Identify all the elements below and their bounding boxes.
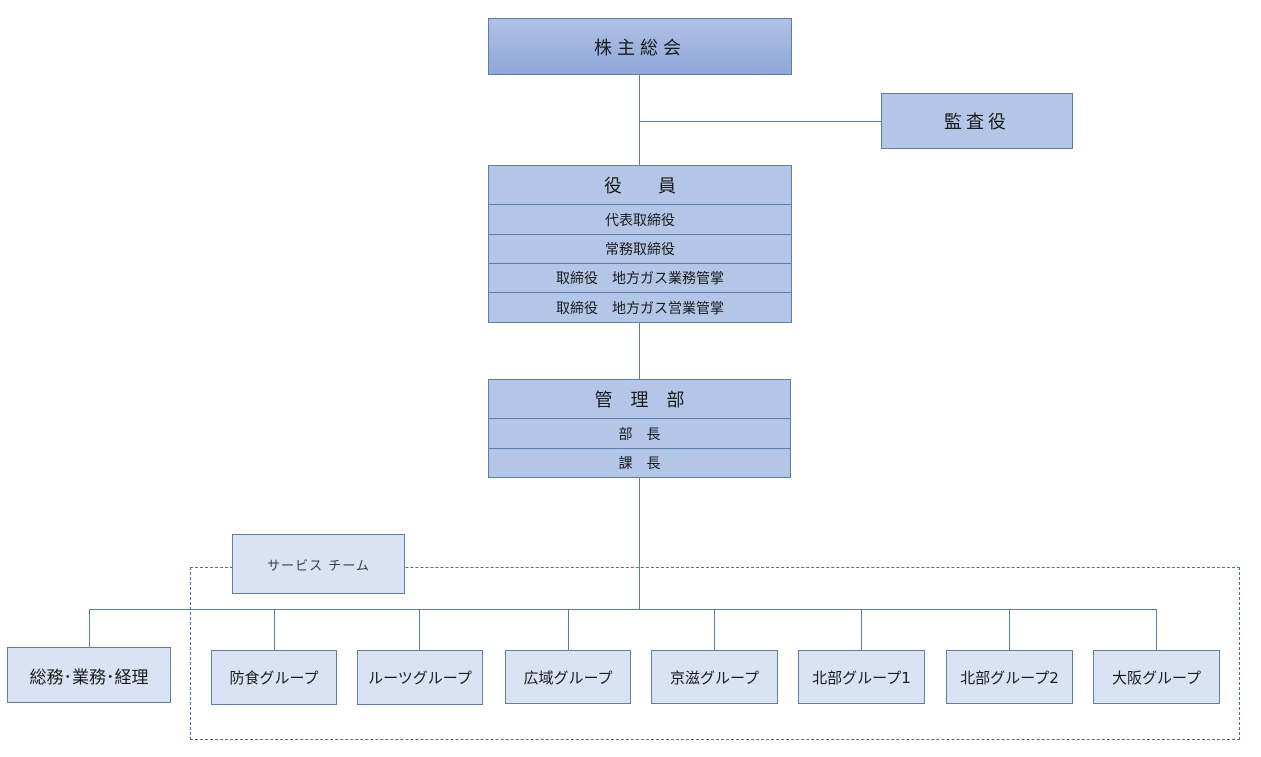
group-box-north-2: 北部グループ2 — [946, 650, 1073, 704]
officer-row-text: 代表取締役 — [605, 212, 675, 229]
service-team-region — [190, 567, 1240, 740]
group-box-wide-area: 広域グループ — [505, 650, 631, 704]
shareholders-meeting-box: 株主総会 — [488, 18, 792, 75]
group-box-north-1: 北部グループ1 — [798, 650, 925, 704]
service-team-label-box: サービス チーム — [232, 534, 405, 594]
officers-panel: 役 員 代表取締役 常務取締役 取締役 地方ガス業務管掌 取締役 地方ガス営業管… — [488, 165, 792, 323]
management-row-text: 部 長 — [618, 426, 661, 443]
auditor-label: 監査役 — [944, 112, 1010, 133]
officer-row-text: 取締役 地方ガス営業管掌 — [556, 300, 724, 317]
management-row: 部 長 — [489, 418, 790, 448]
management-row: 課 長 — [489, 448, 790, 477]
auditor-box: 監査役 — [881, 93, 1073, 149]
group-label: 大阪グループ — [1111, 668, 1202, 687]
officer-row-text: 常務取締役 — [605, 242, 675, 258]
group-box-corrosion: 防食グループ — [211, 650, 337, 705]
group-label: 広域グループ — [523, 668, 613, 687]
service-team-label: サービス チーム — [267, 558, 370, 574]
management-panel: 管 理 部 部 長 課 長 — [488, 379, 791, 478]
group-label: 京滋グループ — [669, 668, 760, 687]
group-label: 総務･業務･経理 — [29, 667, 149, 688]
officer-row: 常務取締役 — [489, 234, 791, 263]
management-row-text: 課 長 — [618, 456, 661, 472]
officer-row: 取締役 地方ガス営業管掌 — [489, 292, 791, 322]
group-label: 北部グループ2 — [960, 668, 1059, 687]
officers-title: 役 員 — [489, 166, 791, 204]
officer-row-text: 取締役 地方ガス業務管掌 — [556, 271, 724, 287]
group-label: 防食グループ — [229, 669, 319, 687]
officer-row: 取締役 地方ガス業務管掌 — [489, 263, 791, 292]
group-box-keiji: 京滋グループ — [651, 650, 778, 704]
group-label: ルーツグループ — [368, 669, 472, 687]
group-label: 北部グループ1 — [812, 668, 911, 687]
shareholders-meeting-label: 株主総会 — [594, 37, 686, 59]
officer-row: 代表取締役 — [489, 204, 791, 234]
group-box-osaka: 大阪グループ — [1093, 650, 1220, 704]
management-title: 管 理 部 — [489, 380, 790, 418]
group-box-general-affairs: 総務･業務･経理 — [7, 647, 171, 703]
management-title-text: 管 理 部 — [594, 390, 685, 411]
group-box-roots: ルーツグループ — [357, 650, 483, 705]
officers-title-text: 役 員 — [604, 176, 676, 197]
